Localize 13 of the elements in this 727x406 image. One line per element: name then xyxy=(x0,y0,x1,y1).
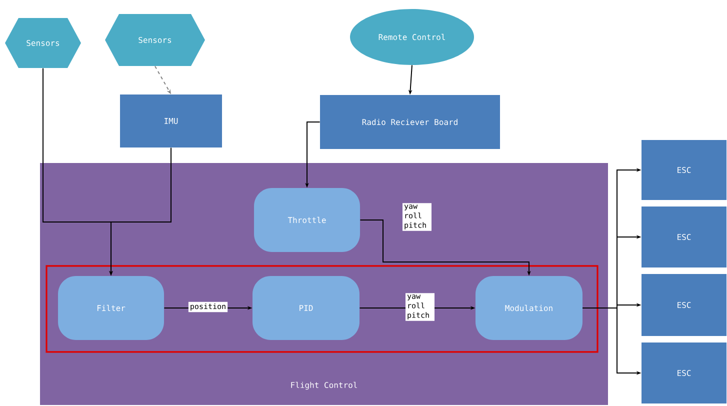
sensor-hexagon: Sensors xyxy=(105,14,205,66)
esc-box: ESC xyxy=(642,342,726,404)
esc-box: ESC xyxy=(642,274,726,336)
esc-box: ESC xyxy=(642,140,726,200)
process-box: Radio Reciever Board xyxy=(320,95,500,149)
rounded-box: Modulation xyxy=(476,276,582,340)
highlight-frame xyxy=(46,265,598,353)
rounded-box: Throttle xyxy=(254,188,360,252)
rounded-box: Filter xyxy=(58,276,164,340)
process-box: IMU xyxy=(120,94,222,148)
rounded-box: PID xyxy=(252,276,360,340)
esc-box: ESC xyxy=(642,206,726,268)
sensor-hexagon: Sensors xyxy=(5,18,81,68)
